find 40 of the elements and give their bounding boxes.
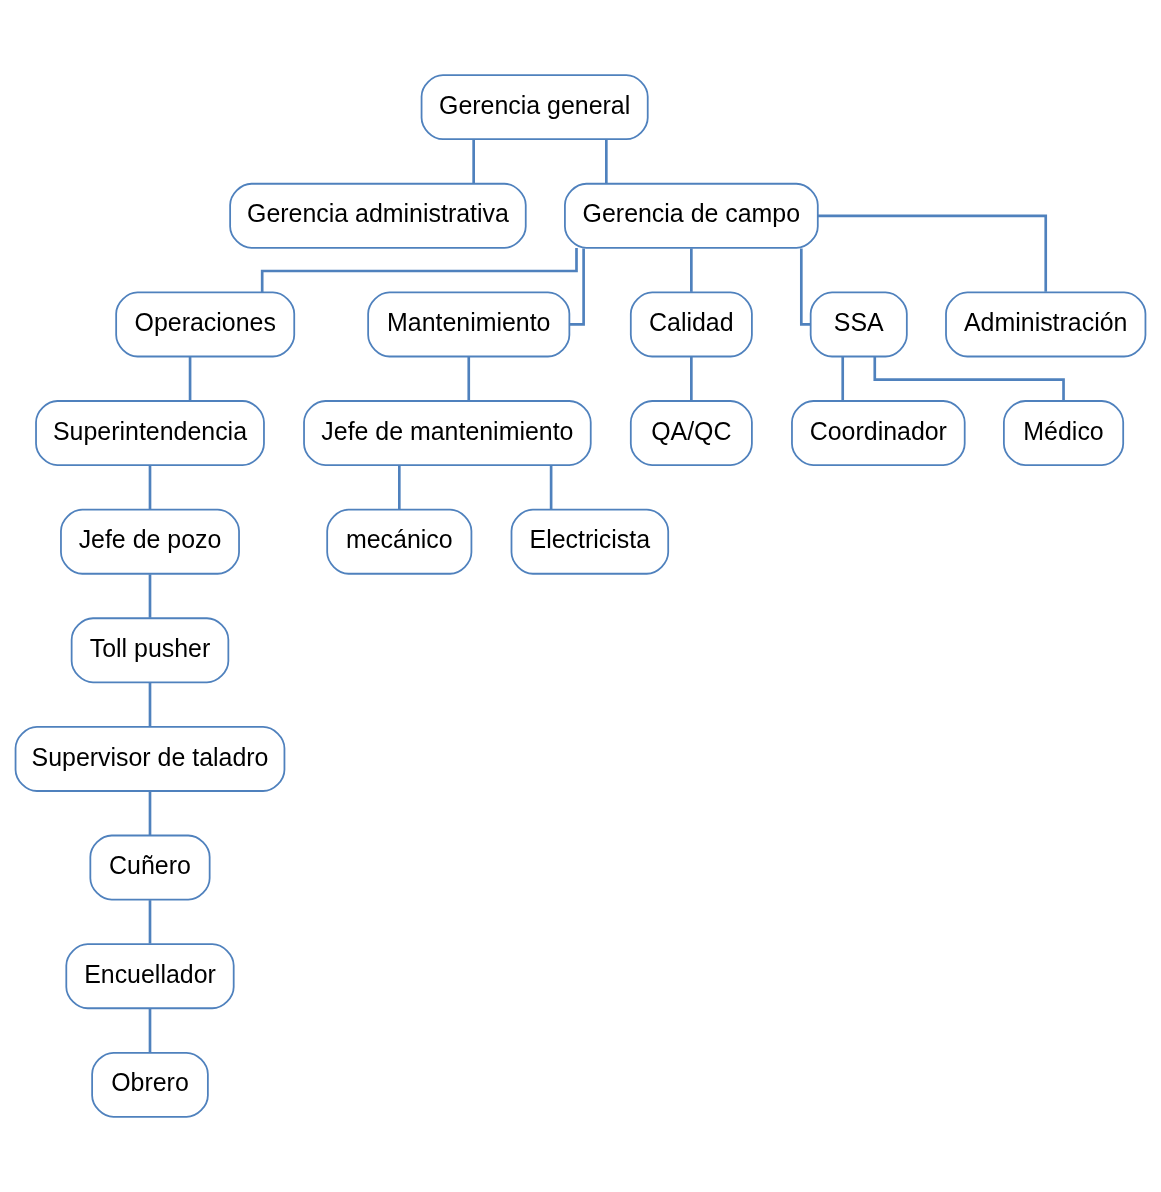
node-box: Médico [1003,400,1125,466]
connector [148,900,152,944]
node-box: Obrero [91,1051,209,1118]
node-box: Mantenimiento [367,291,571,358]
node-box: Encuellador [65,943,235,1010]
connector [148,682,152,727]
node-box: Jefe de pozo [60,508,240,575]
connector [148,1008,152,1053]
connector [397,465,401,510]
connector [148,791,152,835]
node-box: Gerencia administrativa [229,182,527,249]
connector [690,248,693,292]
connector [148,574,152,618]
node-box: mecánico [326,508,473,575]
connector [841,357,845,401]
node-box: Supervisor de taladro [14,726,286,792]
node-box: QA/QC [629,400,753,466]
connector [467,357,471,401]
connector [690,357,693,401]
node-box: Gerencia general [420,74,649,141]
node-box: Cuñero [89,834,211,901]
connector [817,214,1048,292]
node-box: Operaciones [115,291,296,358]
node-box: Gerencia de campo [564,182,819,249]
node-box: Electricista [510,508,670,575]
connector [549,465,553,510]
node-box: SSA [809,291,908,358]
node-box: Toll pusher [70,617,230,684]
node-box: Coordinador [791,400,966,466]
node-box: Jefe de mantenimiento [303,400,592,466]
node-box: Calidad [629,291,753,358]
connector [569,248,585,326]
connector [873,356,1065,401]
connector [800,248,811,326]
connector [148,465,152,510]
connector [472,139,475,184]
connector [188,357,192,401]
node-box: Superintendencia [35,400,265,466]
node-box: Administración [945,291,1147,358]
connector [605,139,608,184]
